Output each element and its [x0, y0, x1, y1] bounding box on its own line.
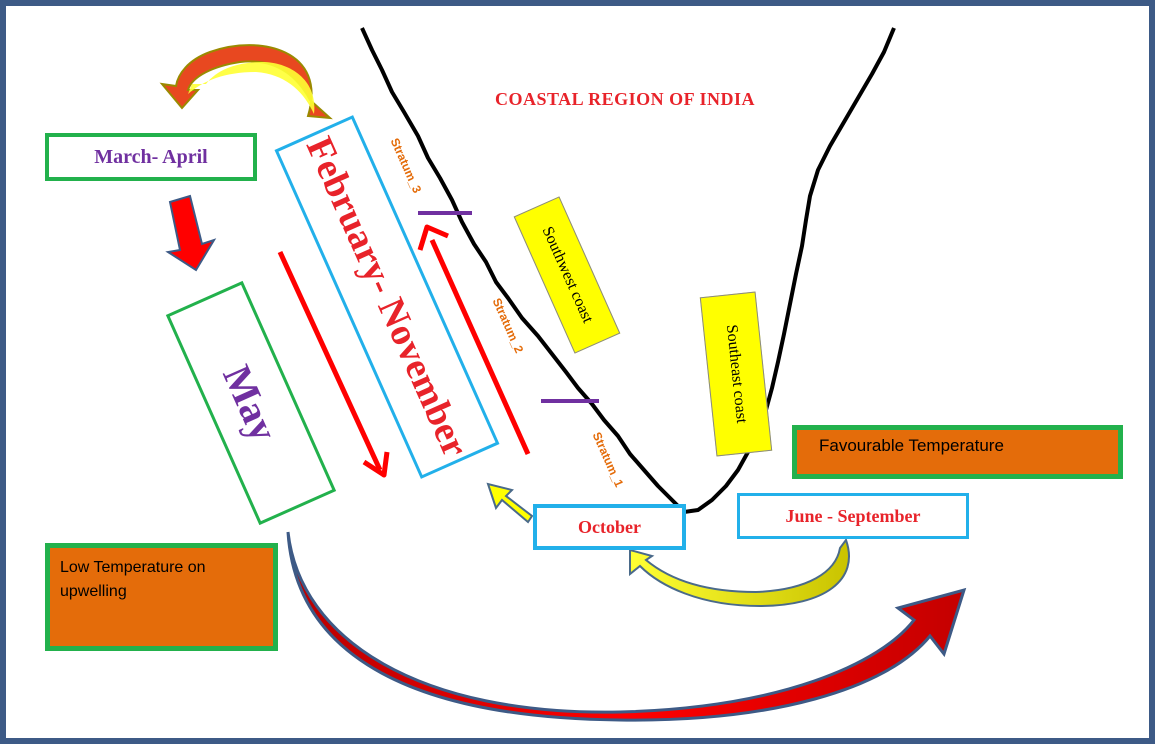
down-arrow-to-may — [165, 194, 217, 272]
curved-arrow-to-october — [629, 537, 850, 608]
curved-arrow-yellow-core — [188, 62, 315, 114]
west-coastline — [360, 27, 686, 514]
red-arrow-down-line — [277, 250, 383, 472]
october-label: October — [578, 516, 641, 537]
march-april-label: March- April — [94, 145, 208, 168]
favourable-temperature-label: Favourable Temperature — [819, 436, 1004, 455]
red-arrow-down-head — [362, 451, 390, 478]
favourable-temperature-box: Favourable Temperature — [792, 425, 1123, 479]
big-red-arrow-to-june-september — [286, 531, 967, 722]
low-temperature-label: Low Temperature on upwelling — [60, 559, 206, 600]
october-box: October — [533, 504, 686, 550]
southeast-coast-label: Southeast coast — [722, 323, 751, 425]
diagram-title: COASTAL REGION OF INDIA — [494, 88, 756, 109]
low-temperature-box: Low Temperature on upwelling — [45, 543, 278, 651]
june-september-label: June - September — [785, 505, 921, 526]
march-april-box: March- April — [45, 133, 257, 181]
east-coastline — [683, 27, 896, 514]
red-arrow-up-head — [417, 224, 449, 251]
may-label: May — [214, 358, 288, 448]
june-september-box: June - September — [737, 493, 969, 539]
arrow-october-to-feb-nov — [486, 482, 534, 524]
red-arrow-up-line — [429, 238, 531, 456]
